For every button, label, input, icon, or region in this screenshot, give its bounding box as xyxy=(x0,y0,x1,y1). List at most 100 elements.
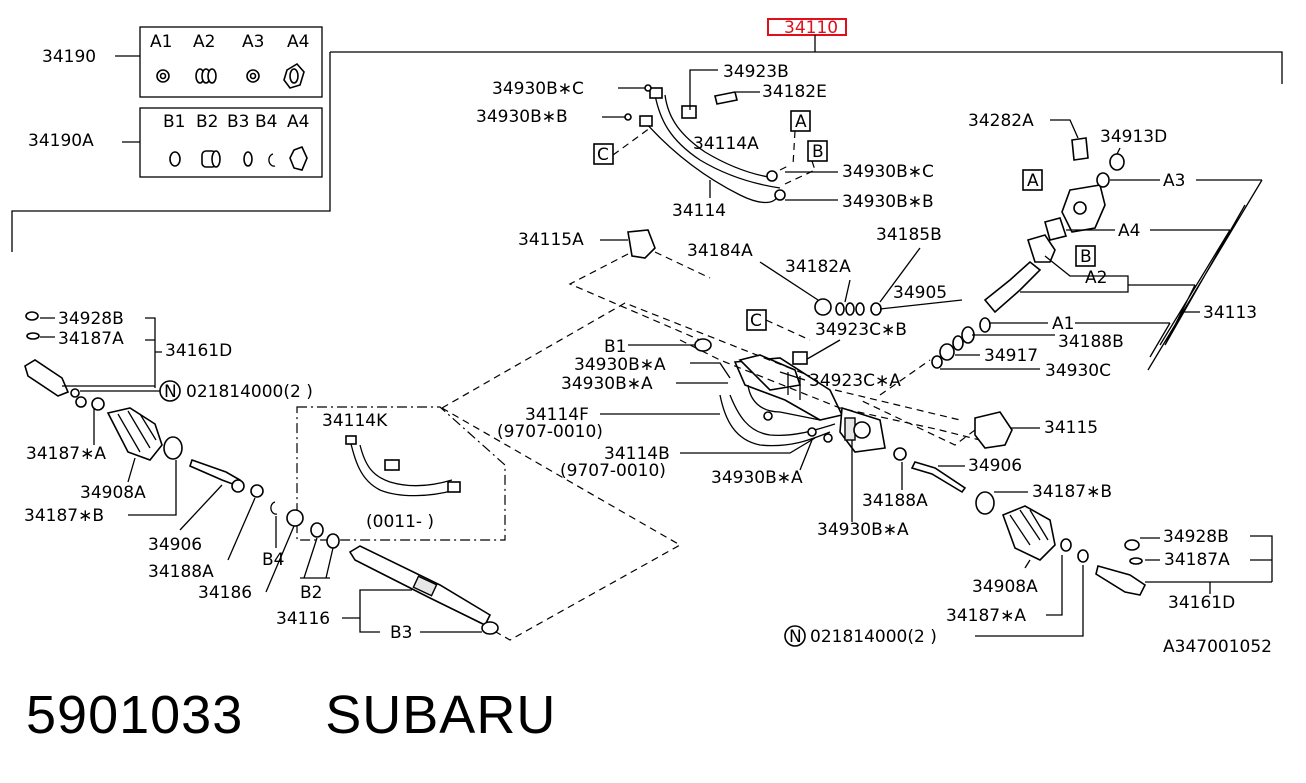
seal-stack xyxy=(814,298,882,316)
label-34113: 34113 xyxy=(1203,303,1257,323)
label-A2: A2 xyxy=(1085,268,1107,288)
footer-brand: SUBARU xyxy=(325,685,557,745)
kit-box-34190A: 34190A B1 B2 B3 B4 A4 xyxy=(28,107,323,178)
svg-text:C: C xyxy=(597,145,609,165)
label-021814000-left: 021814000(2 ) xyxy=(186,382,313,402)
label-B4: B4 xyxy=(262,550,284,570)
label-34923B: 34923B xyxy=(723,62,789,82)
label-021814000-right: 021814000(2 ) xyxy=(810,627,937,647)
kit-col-label: B3 xyxy=(227,112,249,132)
label-34930B-A-3: 34930B∗A xyxy=(711,468,803,488)
label-34930B-B-2: 34930B∗B xyxy=(842,192,934,212)
label-34114F: 34114F xyxy=(525,405,589,425)
highlight-part-label[interactable]: 34110 xyxy=(784,18,838,38)
label-34923C-A: 34923C∗A xyxy=(809,371,901,391)
label-34923C-B: 34923C∗B xyxy=(815,320,907,340)
label-34906-right: 34906 xyxy=(968,456,1022,476)
svg-text:B: B xyxy=(812,142,824,162)
kit-col-label: A4 xyxy=(287,112,309,132)
label-34188A-left: 34188A xyxy=(148,562,214,582)
label-A1: A1 xyxy=(1052,314,1074,334)
label-34187A-star-left: 34187∗A xyxy=(26,444,106,464)
label-34282A: 34282A xyxy=(968,111,1034,131)
callout-a-top: A xyxy=(790,110,811,132)
steering-rack-housing xyxy=(679,338,981,453)
pipe-assembly-top xyxy=(612,84,816,204)
pipe-assembly-mid xyxy=(719,384,836,447)
callout-c-top: C xyxy=(593,143,614,165)
label-34182A: 34182A xyxy=(785,257,851,277)
label-34185B: 34185B xyxy=(876,225,942,245)
callout-b-top: B xyxy=(807,140,828,162)
label-34184A: 34184A xyxy=(687,241,753,261)
label-date-range-a: (9707-0010) xyxy=(497,422,603,442)
svg-text:N: N xyxy=(789,627,802,647)
label-34930B-A-4: 34930B∗A xyxy=(817,520,909,540)
label-34905: 34905 xyxy=(893,283,947,303)
inset-pipe-34114K xyxy=(349,439,456,497)
label-34186: 34186 xyxy=(198,583,252,603)
label-34908A-right: 34908A xyxy=(972,577,1038,597)
label-inset-date: (0011- ) xyxy=(366,512,434,532)
label-34161D-right: 34161D xyxy=(1168,593,1235,613)
kit-col-label: A3 xyxy=(242,32,264,52)
label-34928B-right: 34928B xyxy=(1163,527,1229,547)
label-34930B-A-1: 34930B∗A xyxy=(574,355,666,375)
label-34188B: 34188B xyxy=(1058,332,1124,352)
label-34188A-right: 34188A xyxy=(862,491,928,511)
label-34930B-C: 34930B∗C xyxy=(492,79,584,99)
kit-col-label: B4 xyxy=(255,112,277,132)
label-A4: A4 xyxy=(1118,221,1140,241)
kit-col-label: A1 xyxy=(150,32,172,52)
mount-bushing-34115 xyxy=(974,411,1013,449)
n-marker-right: N xyxy=(784,625,806,647)
svg-text:C: C xyxy=(750,311,762,331)
n-marker-left: N xyxy=(159,380,181,402)
label-34114A: 34114A xyxy=(693,134,759,154)
kit-code: 34190 xyxy=(42,47,96,67)
svg-text:B: B xyxy=(1080,247,1092,267)
label-B1: B1 xyxy=(604,337,626,357)
label-34161D-left: 34161D xyxy=(165,341,232,361)
label-B3: B3 xyxy=(390,623,412,643)
callout-c-mid: C xyxy=(746,309,767,331)
kit-box-34190: 34190 A1 A2 A3 A4 xyxy=(42,26,323,98)
callout-a-right: A xyxy=(1022,169,1043,191)
svg-text:A: A xyxy=(1027,171,1039,191)
label-34115A: 34115A xyxy=(518,230,584,250)
label-34928B-left: 34928B xyxy=(58,309,124,329)
label-34930B-B: 34930B∗B xyxy=(476,107,568,127)
valve-housing xyxy=(931,137,1125,369)
kit-col-label: A4 xyxy=(287,32,309,52)
label-date-range-b: (9707-0010) xyxy=(560,461,666,481)
kit-col-label: A2 xyxy=(193,32,215,52)
tie-rod-right xyxy=(893,447,1147,596)
label-34114: 34114 xyxy=(672,201,726,221)
callout-b-right: B xyxy=(1075,245,1096,267)
kit-col-label: B2 xyxy=(196,112,218,132)
mount-bushing-34115A xyxy=(627,229,656,259)
footer-part-number: 5901033 xyxy=(26,685,244,745)
label-34913D: 34913D xyxy=(1100,127,1167,147)
label-34187A-right: 34187A xyxy=(1164,550,1230,570)
label-34182E: 34182E xyxy=(762,82,827,102)
label-34114B: 34114B xyxy=(604,444,670,464)
label-34187B-star-left: 34187∗B xyxy=(24,506,104,526)
label-34930C: 34930C xyxy=(1045,361,1111,381)
label-34187A-left: 34187A xyxy=(58,329,124,349)
label-34930B-C-2: 34930B∗C xyxy=(842,162,934,182)
label-34906-left: 34906 xyxy=(148,535,202,555)
svg-text:N: N xyxy=(164,382,177,402)
label-34116: 34116 xyxy=(276,609,330,629)
label-34908A-left: 34908A xyxy=(80,483,146,503)
label-34930B-A-2: 34930B∗A xyxy=(561,374,653,394)
highlight-box[interactable] xyxy=(767,18,847,36)
assembly-bracket xyxy=(11,35,1283,252)
label-A3: A3 xyxy=(1163,171,1185,191)
label-34187B-right: 34187∗B xyxy=(1032,482,1112,502)
kit-col-label: B1 xyxy=(163,112,185,132)
svg-text:A: A xyxy=(795,112,807,132)
drawing-id: A347001052 xyxy=(1163,637,1272,657)
label-B2: B2 xyxy=(300,583,322,603)
